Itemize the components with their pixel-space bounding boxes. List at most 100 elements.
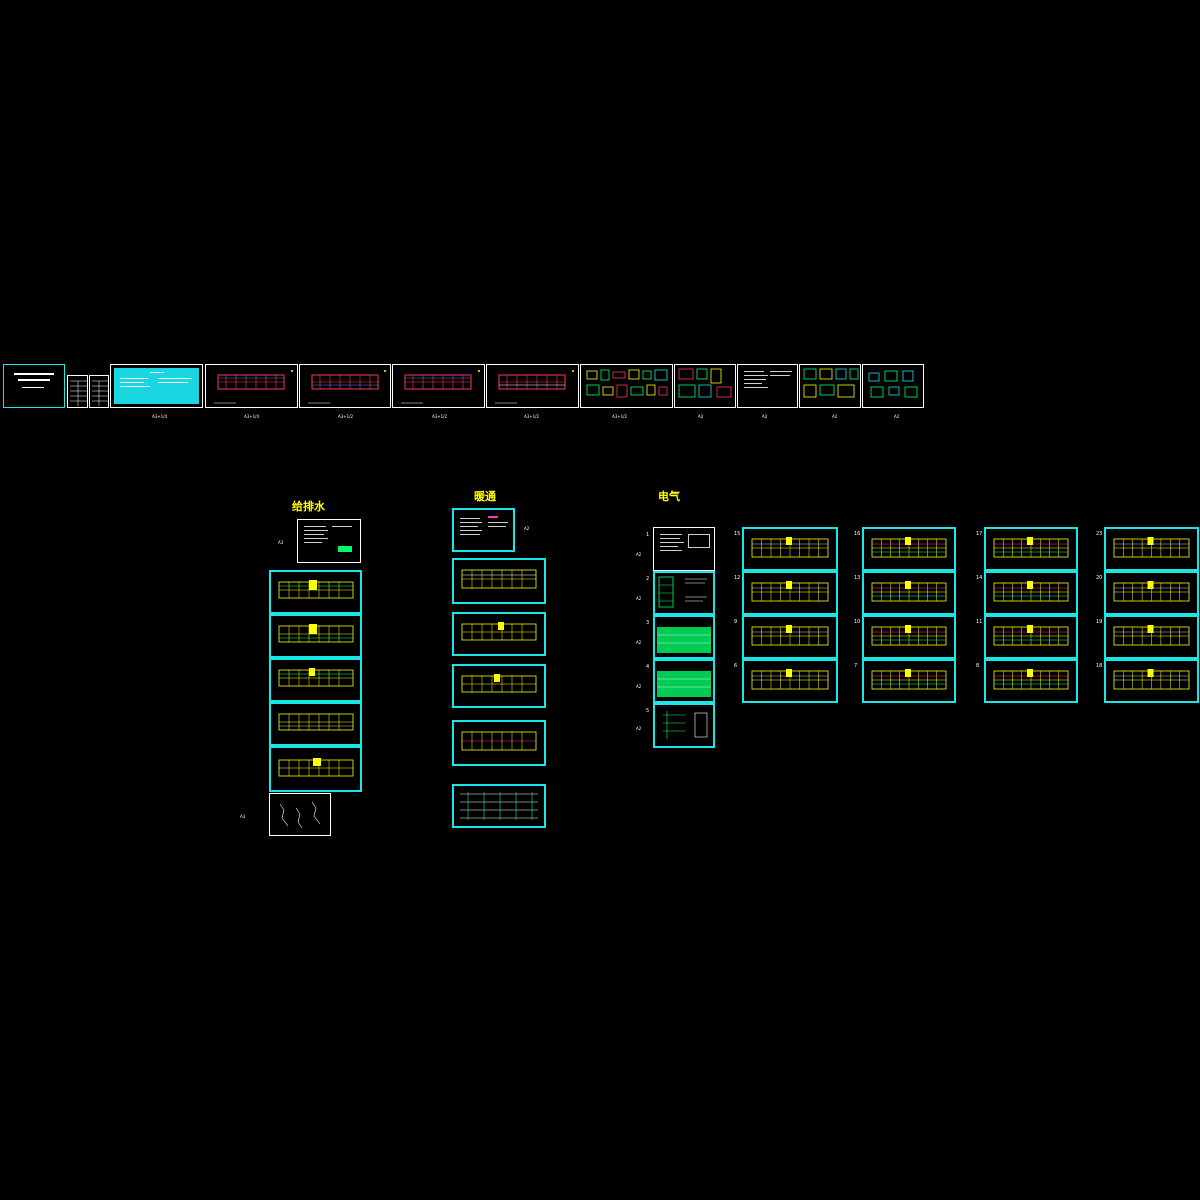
electrical-system-sheet[interactable] [653,703,715,748]
floor-plan [751,581,829,602]
sheet-size-label: A2 [636,552,642,557]
electrical-plan-sheet[interactable] [742,571,838,615]
floor-plan [278,580,354,599]
sheet-size-label: A2 [524,526,530,531]
sheet-number: 14 [976,575,983,581]
sheet-number: 16 [854,531,861,537]
electrical-plan-sheet[interactable] [984,527,1078,571]
sheet-number: 18 [1096,663,1103,669]
sheet-size-caption: A3+1/2 [612,414,628,419]
system-diagram [657,627,711,653]
sheet-number: 23 [1096,531,1103,537]
sheet-size-caption: A3+1/4 [244,414,260,419]
structure-plan [495,370,574,404]
floor-plan [1113,669,1190,690]
electrical-plan-sheet[interactable] [742,615,838,659]
plumbing-section-title: 给排水 [292,500,325,513]
floor-plan [993,537,1069,558]
electrical-plan-sheet[interactable] [1104,659,1199,703]
hvac-notes-sheet[interactable] [452,508,515,552]
system-diagram [658,576,707,608]
structure-plan-sheet-2[interactable] [299,364,391,408]
floor-plan [278,758,354,777]
detail-sheet-4[interactable] [862,364,924,408]
electrical-system-sheet[interactable] [653,615,715,659]
electrical-plan-sheet[interactable] [984,659,1078,703]
floor-plan [751,537,829,558]
structure-plan-sheet-3[interactable] [392,364,485,408]
floor-plan [1113,625,1190,646]
electrical-plan-sheet[interactable] [984,615,1078,659]
sheet-size-caption: A2 [762,414,768,419]
hvac-plan-sheet[interactable] [452,664,546,708]
electrical-plan-sheet[interactable] [742,659,838,703]
detail-sheet-1[interactable] [580,364,673,408]
sheet-number: 11 [976,619,983,625]
structure-plan-sheet-1[interactable] [205,364,298,408]
detail-sheet-2[interactable] [674,364,736,408]
floor-plan [751,625,829,646]
sheet-number: 9 [734,619,738,625]
sheet-size-caption: A3+1/2 [338,414,354,419]
system-diagram [460,792,538,820]
plumbing-plan-sheet[interactable] [269,746,362,792]
sheet-number: 8 [976,663,980,669]
legend-swatch [488,516,498,518]
sheet-size-caption: A3+1/4 [152,414,168,419]
sheet-number: 1 [646,532,650,538]
electrical-section-title: 电气 [658,490,680,503]
plumbing-system-diagram-sheet[interactable] [269,793,331,836]
floor-plan [461,731,537,751]
drawing-index-sheet-1[interactable] [67,375,88,408]
electrical-notes-sheet[interactable] [653,527,715,571]
sheet-size-label: A2 [636,596,642,601]
electrical-plan-sheet[interactable] [984,571,1078,615]
electrical-plan-sheet[interactable] [862,571,956,615]
system-diagram [657,671,711,697]
electrical-plan-sheet[interactable] [1104,527,1199,571]
detail-drawings [586,369,668,398]
plumbing-notes-sheet[interactable] [297,519,361,563]
floor-plan [871,625,947,646]
electrical-plan-sheet[interactable] [862,527,956,571]
structure-plan-sheet-4[interactable] [486,364,579,408]
sheet-size-caption: A3+1/2 [524,414,540,419]
drawing-index-sheet-2[interactable] [89,375,109,408]
design-notes-sheet[interactable] [110,364,203,408]
electrical-system-sheet[interactable] [653,571,715,615]
sheet-number: 5 [646,708,650,714]
electrical-plan-sheet[interactable] [742,527,838,571]
sheet-number: 3 [646,620,650,626]
cover-sheet[interactable] [3,364,65,408]
detail-drawings [868,370,918,398]
sheet-size-caption: A2 [698,414,704,419]
hvac-plan-sheet[interactable] [452,558,546,604]
notes-sheet[interactable] [737,364,798,408]
electrical-plan-sheet[interactable] [862,659,956,703]
floor-plan [461,622,537,641]
structure-plan [308,370,386,404]
hvac-plan-sheet[interactable] [452,612,546,656]
electrical-plan-sheet[interactable] [1104,571,1199,615]
sheet-number: 12 [734,575,741,581]
sheet-size-label: A3 [278,540,284,545]
detail-sheet-3[interactable] [799,364,861,408]
plumbing-plan-sheet[interactable] [269,614,362,658]
hvac-system-sheet[interactable] [452,784,546,828]
floor-plan [993,581,1069,602]
sheet-number: 7 [854,663,858,669]
electrical-plan-sheet[interactable] [1104,615,1199,659]
hvac-plan-sheet[interactable] [452,720,546,766]
electrical-system-sheet[interactable] [653,659,715,703]
sheet-number: 13 [854,575,861,581]
structure-plan [214,370,293,404]
sheet-number: 2 [646,576,650,582]
plumbing-plan-sheet[interactable] [269,658,362,702]
sheet-number: 6 [734,663,738,669]
plumbing-plan-sheet[interactable] [269,702,362,746]
legend-table [688,534,710,548]
plumbing-plan-sheet[interactable] [269,570,362,614]
system-diagram [663,711,708,739]
electrical-plan-sheet[interactable] [862,615,956,659]
